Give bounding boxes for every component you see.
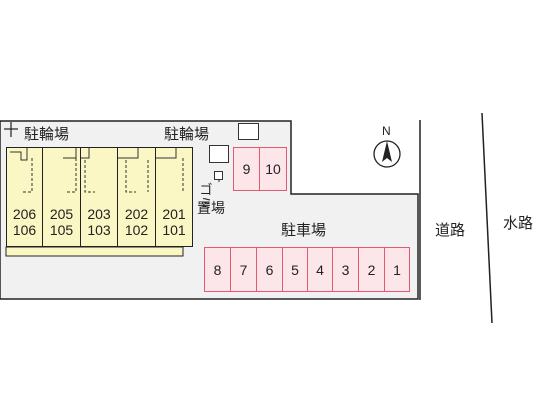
compass-icon bbox=[373, 140, 401, 168]
bicycle-parking-right-label: 駐輪場 bbox=[164, 126, 210, 143]
unit-lower-number: 101 bbox=[162, 222, 186, 238]
unit-lower-number: 105 bbox=[49, 222, 74, 238]
parking-space-8: 8 bbox=[204, 247, 231, 292]
bicycle-parking-left-label: 駐輪場 bbox=[24, 126, 70, 143]
unit-upper-number: 205 bbox=[49, 206, 74, 222]
unit-upper-number: 201 bbox=[162, 206, 186, 222]
parking-lot-label: 駐車場 bbox=[281, 222, 327, 239]
parking-space-7: 7 bbox=[230, 247, 257, 292]
parking-space-2: 2 bbox=[358, 247, 385, 292]
unit-lower-number: 103 bbox=[87, 222, 111, 238]
unit-upper-number: 202 bbox=[124, 206, 149, 222]
unit-203-103: 203 103 bbox=[81, 147, 118, 247]
unit-206-106: 206 106 bbox=[6, 147, 43, 247]
compass-north-label: N bbox=[382, 124, 391, 138]
garbage-box bbox=[209, 145, 229, 163]
garbage-area-label-line2: 置場 bbox=[197, 200, 225, 216]
garbage-marker bbox=[214, 171, 223, 180]
parking-space-9: 9 bbox=[233, 147, 260, 191]
parking-space-5: 5 bbox=[282, 247, 308, 292]
parking-space-10: 10 bbox=[259, 147, 287, 191]
unit-201-101: 201 101 bbox=[156, 147, 193, 247]
unit-202-102: 202 102 bbox=[118, 147, 156, 247]
road-label: 道路 bbox=[435, 222, 466, 239]
parking-space-3: 3 bbox=[332, 247, 359, 292]
parking-space-4: 4 bbox=[307, 247, 333, 292]
unit-lower-number: 102 bbox=[124, 222, 149, 238]
unit-upper-number: 206 bbox=[12, 206, 37, 222]
waterway-edge-line bbox=[481, 112, 493, 324]
bicycle-rack-box bbox=[238, 123, 259, 140]
unit-upper-number: 203 bbox=[87, 206, 111, 222]
parking-space-6: 6 bbox=[256, 247, 283, 292]
unit-lower-number: 106 bbox=[12, 222, 37, 238]
unit-205-105: 205 105 bbox=[43, 147, 81, 247]
waterway-label: 水路 bbox=[503, 215, 534, 232]
parking-space-1: 1 bbox=[384, 247, 410, 292]
garbage-area-label-line1: ゴミ bbox=[199, 182, 213, 211]
building-base bbox=[5, 246, 184, 257]
